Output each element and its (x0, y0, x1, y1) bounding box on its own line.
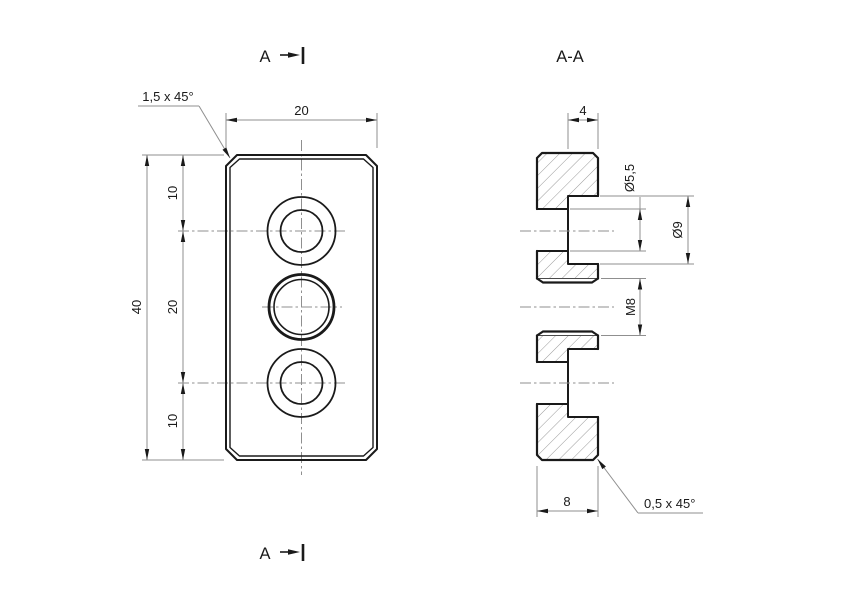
arrowhead-icon (637, 324, 643, 336)
dim-height-value: 40 (129, 300, 144, 314)
dim-thread-value: M8 (623, 298, 638, 316)
section-view-label: A-A (556, 48, 584, 66)
dim-counterbore-diameter-value: Ø9 (670, 221, 685, 238)
section-top-counterbore-cutout (568, 196, 598, 264)
hole-bottom-counterbore-circle (266, 348, 337, 418)
arrowhead-icon (568, 117, 579, 123)
dim-counterbore-diameter: Ø9 (600, 195, 694, 265)
dim-width: 20 (225, 103, 378, 148)
dim-hole-diameter-value: Ø5,5 (622, 164, 637, 192)
arrowhead-icon (180, 383, 186, 394)
arrowhead-icon (180, 449, 186, 460)
arrowhead-icon (637, 240, 643, 251)
dim-mid-spacing-value: 20 (165, 300, 180, 314)
arrowhead-icon (537, 508, 548, 514)
section-top-bore-cutout (537, 209, 568, 251)
dim-thread: M8 (601, 278, 646, 336)
dim-top-spacing-value: 10 (165, 186, 180, 200)
section-cut-marker-bottom: A (259, 544, 305, 563)
front-view: 20 40 10 20 10 1, (129, 89, 378, 475)
section-thread-minor-lines (535, 277, 600, 337)
hole-top-bore-circle (279, 209, 324, 253)
hole-bottom-bore-circle (279, 361, 324, 405)
arrowhead-icon (685, 253, 691, 264)
dim-thickness-value: 8 (563, 494, 570, 509)
chamfer-note-section: 0,5 x 45° (644, 496, 695, 511)
chamfer-callout-front: 1,5 x 45° (138, 89, 231, 159)
hole-top-counterbore-circle (266, 196, 337, 266)
arrowhead-icon (180, 372, 186, 383)
arrowhead-icon (366, 117, 377, 123)
section-marker-bottom-arrow-icon (288, 549, 300, 555)
arrowhead-icon (180, 220, 186, 231)
chamfer-callout-section: 0,5 x 45° (597, 458, 703, 514)
chamfer-note-front: 1,5 x 45° (142, 89, 193, 104)
dim-width-value: 20 (294, 103, 308, 118)
arrowhead-icon (222, 147, 230, 158)
dim-hole-spacing: 10 20 10 (165, 155, 186, 460)
hole-middle-bore-circle (273, 278, 330, 336)
section-marker-top-arrow-icon (288, 52, 300, 58)
section-cut-marker-top: A (259, 47, 305, 66)
section-marker-bottom-letter: A (259, 545, 270, 563)
dim-hole-diameter: Ø5,5 (570, 164, 646, 252)
dim-bottom-spacing-value: 10 (165, 414, 180, 428)
section-marker-top-letter: A (259, 48, 270, 66)
arrowhead-icon (597, 459, 606, 470)
section-thread-major-lines (537, 278, 598, 336)
arrowhead-icon (587, 508, 598, 514)
arrowhead-icon (144, 449, 150, 460)
arrowhead-icon (587, 117, 598, 123)
dim-thickness: 8 (536, 466, 599, 517)
section-view: 4 Ø5,5 Ø9 M8 (520, 103, 703, 517)
hole-middle-thread-major-circle (267, 273, 336, 341)
arrowhead-icon (226, 117, 237, 123)
section-outline (535, 151, 600, 462)
arrowhead-icon (180, 231, 186, 242)
arrowhead-icon (637, 209, 643, 220)
arrowhead-icon (685, 196, 691, 207)
arrowhead-icon (180, 155, 186, 166)
arrowhead-icon (637, 278, 643, 290)
dim-counterbore-depth: 4 (567, 103, 599, 149)
dim-counterbore-depth-value: 4 (579, 103, 586, 118)
arrowhead-icon (144, 155, 150, 166)
plate-chamfer-edge (229, 158, 374, 457)
plate-outline (225, 154, 378, 461)
